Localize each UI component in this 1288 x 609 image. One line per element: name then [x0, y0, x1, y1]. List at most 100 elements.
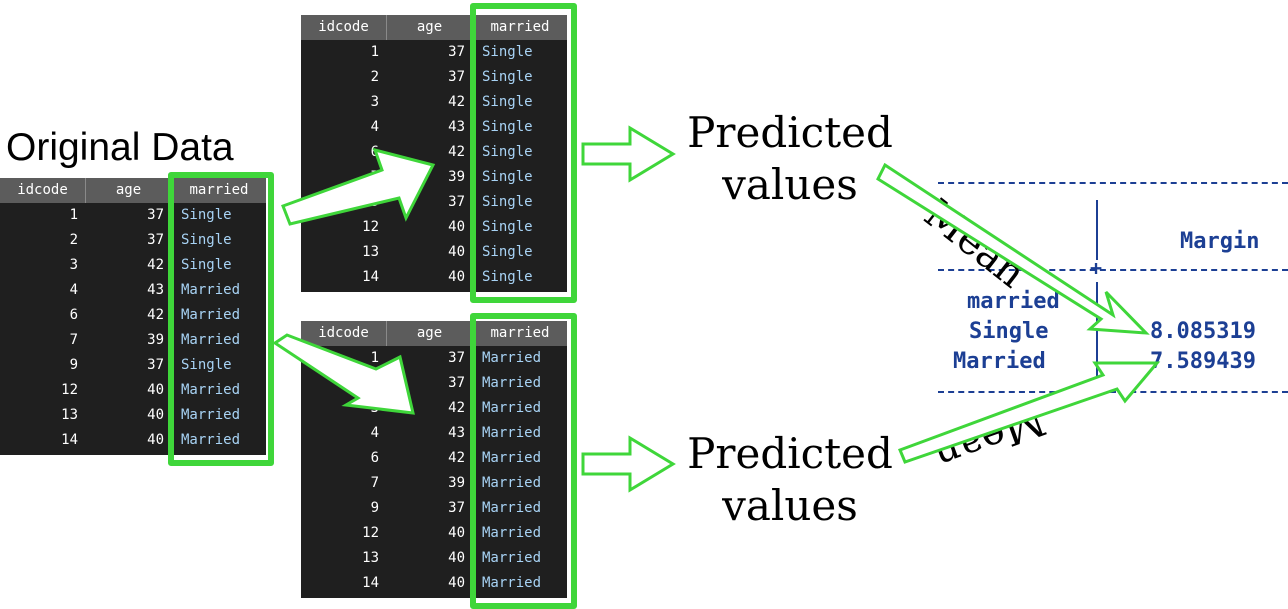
- margins-level-married: Married: [953, 349, 1046, 374]
- cell-married: Married: [482, 500, 542, 516]
- cell-idcode: 2: [69, 232, 78, 248]
- margins-level-single: Single: [969, 319, 1049, 344]
- original-data-title: Original Data: [6, 126, 234, 169]
- original-married-highlight: [168, 172, 274, 466]
- cell-age: 40: [448, 525, 465, 541]
- cell-married: Married: [181, 332, 241, 348]
- predicted-values-bottom-line2: values: [722, 481, 858, 530]
- cell-married: Married: [482, 450, 542, 466]
- cell-age: 42: [448, 450, 465, 466]
- table-row: 12 40 Married: [301, 521, 567, 546]
- cell-married: Single: [482, 69, 533, 85]
- cell-age: 43: [147, 282, 164, 298]
- predicted-values-top: Predicted values: [676, 112, 904, 206]
- cell-married: Single: [482, 94, 533, 110]
- table-row: 14 40 Single: [301, 265, 567, 290]
- cell-age: 40: [448, 575, 465, 591]
- cell-age: 37: [448, 44, 465, 60]
- cell-age: 40: [448, 244, 465, 260]
- cell-married: Single: [181, 257, 232, 273]
- cell-age: 43: [448, 119, 465, 135]
- cell-age: 42: [448, 94, 465, 110]
- cell-age: 37: [147, 232, 164, 248]
- predicted-values-bottom-line1: Predicted: [687, 429, 893, 478]
- cell-idcode: 9: [370, 500, 379, 516]
- cell-married: Married: [482, 400, 542, 416]
- cell-idcode: 2: [370, 69, 379, 85]
- predicted-values-bottom: Predicted values: [676, 433, 904, 527]
- cell-age: 42: [147, 257, 164, 273]
- cell-age: 39: [448, 475, 465, 491]
- table-row: 9 37 Married: [301, 496, 567, 521]
- cell-idcode: 1: [370, 350, 379, 366]
- married-married-highlight: [470, 313, 577, 609]
- cell-idcode: 1: [370, 44, 379, 60]
- cell-age: 37: [448, 350, 465, 366]
- cell-married: Single: [181, 357, 232, 373]
- cell-married: Single: [482, 144, 533, 160]
- cell-married: Single: [482, 194, 533, 210]
- cell-idcode: 14: [362, 269, 379, 285]
- cell-age: 37: [448, 375, 465, 391]
- cell-married: Married: [181, 307, 241, 323]
- cell-idcode: 4: [69, 282, 78, 298]
- arrow-to-single-icon: [281, 147, 436, 226]
- table-row: 14 40 Married: [301, 571, 567, 596]
- arrow-to-married-icon: [272, 333, 415, 415]
- cell-idcode: 6: [370, 450, 379, 466]
- table-row: 1 37 Single: [301, 40, 567, 65]
- cell-idcode: 14: [362, 575, 379, 591]
- cell-married: Single: [482, 269, 533, 285]
- cell-age: 37: [448, 500, 465, 516]
- cell-married: Married: [482, 575, 542, 591]
- predicted-values-top-line1: Predicted: [687, 108, 893, 157]
- cell-age: 40: [448, 269, 465, 285]
- margins-varname: married: [967, 289, 1060, 314]
- cell-idcode: 1: [69, 207, 78, 223]
- cell-idcode: 13: [362, 244, 379, 260]
- cell-age: 37: [448, 194, 465, 210]
- cell-age: 40: [448, 550, 465, 566]
- cell-idcode: 14: [61, 432, 78, 448]
- margins-header-label: Margin: [1180, 229, 1260, 254]
- cell-married: Married: [181, 432, 241, 448]
- cell-married: Married: [181, 382, 241, 398]
- cell-married: Married: [181, 407, 241, 423]
- cell-idcode: 12: [362, 525, 379, 541]
- table-row: 4 43 Married: [0, 278, 266, 303]
- arrow-mean-married-icon: [898, 361, 1161, 464]
- cell-married: Single: [482, 44, 533, 60]
- cell-age: 40: [147, 382, 164, 398]
- cell-idcode: 4: [370, 119, 379, 135]
- cell-age: 39: [147, 332, 164, 348]
- cell-age: 42: [147, 307, 164, 323]
- arrow-mean-single-icon: [876, 162, 1150, 335]
- margins-value-single: 8.085319: [1150, 319, 1256, 344]
- cell-age: 37: [147, 207, 164, 223]
- arrow-married-to-predicted-icon: [581, 435, 676, 493]
- predicted-values-top-line2: values: [722, 160, 858, 209]
- cell-idcode: 13: [362, 550, 379, 566]
- arrow-single-to-predicted-icon: [581, 125, 676, 183]
- margins-plus-sign: +: [1090, 256, 1103, 280]
- single-married-highlight: [470, 3, 577, 303]
- column-header-married: married: [490, 325, 550, 341]
- cell-married: Married: [181, 282, 241, 298]
- margins-top-rule: [938, 182, 1288, 184]
- cell-idcode: 7: [370, 475, 379, 491]
- cell-married: Married: [482, 525, 542, 541]
- cell-married: Single: [482, 219, 533, 235]
- cell-married: Married: [482, 550, 542, 566]
